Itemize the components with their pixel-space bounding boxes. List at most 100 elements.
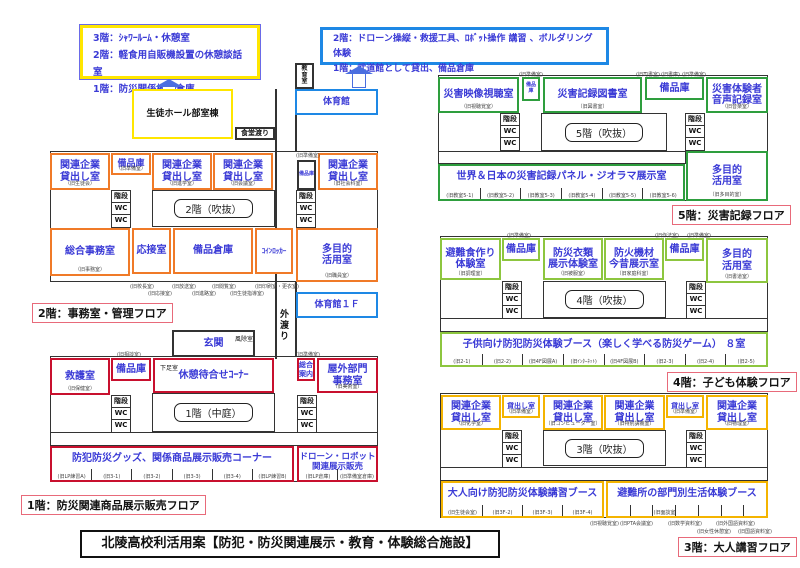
- room-old-name: [743, 505, 766, 516]
- room-f5f[interactable]: 世界＆日本の災害記録パネル・ジオラマ展示室(旧教室5-1)(旧教室5-2)(旧教…: [438, 164, 685, 201]
- corridor-line: [295, 89, 297, 152]
- room-f3b[interactable]: 貸出し室（旧準備室）: [502, 395, 540, 418]
- room-old-name: （旧調理室）: [455, 271, 486, 277]
- old-room-note: (旧相談室): [117, 352, 141, 358]
- room-old-name: (旧2-5): [725, 354, 766, 365]
- room-f4d[interactable]: 防火機材 今昔展示室（旧家庭科室）: [604, 238, 664, 280]
- room-name: 災害体験者 音声記録室: [712, 83, 762, 107]
- room-f2e[interactable]: 備品庫: [297, 160, 316, 190]
- room-f5d[interactable]: 備品庫: [645, 77, 704, 100]
- room-name: 関連企業 貸出し室: [717, 401, 757, 424]
- atrium-f5: 5階（吹抜）: [541, 113, 667, 151]
- room-old-name: (旧LP練習A): [57, 474, 86, 480]
- room-f5b[interactable]: 備品庫: [522, 77, 540, 101]
- room-hall[interactable]: 生徒ホール部室棟: [132, 89, 233, 139]
- room-f4e[interactable]: 備品庫: [665, 238, 704, 261]
- room-f1f[interactable]: 防犯防災グッズ、関係商品展示販売コーナー(旧LP練習A)(旧3-1)(旧3-2)…: [50, 446, 294, 482]
- room-f1a[interactable]: 救護室（旧保健室）: [50, 358, 110, 395]
- room-shokudo[interactable]: 食堂渡り: [235, 127, 275, 140]
- room-gym1f[interactable]: 体育館１Ｆ: [296, 292, 378, 318]
- room-f2k[interactable]: 多目的 活用室（旧職員室）: [296, 228, 378, 282]
- room-name: 備品庫: [117, 158, 145, 169]
- room-f2a[interactable]: 関連企業 貸出し室（旧生徒会）: [50, 153, 110, 190]
- room-f3h[interactable]: 避難所の部門別生活体験ブース(旧面談室): [606, 481, 768, 518]
- info-line: 2階：軽食用自販機設置の休憩談話室: [93, 50, 243, 78]
- room-f3a[interactable]: 関連企業 貸出し室（旧化学室）: [441, 395, 501, 430]
- old-room-note: (旧国語資料室): [738, 529, 772, 535]
- room-f3e[interactable]: 貸出し室（旧準備室）: [666, 395, 704, 418]
- room-f3d[interactable]: 関連企業 貸出し室（旧特別講義室）: [604, 395, 665, 430]
- room-f5g[interactable]: 多目的 活用室（旧多目的室）: [686, 151, 768, 201]
- room-f5c[interactable]: 災害記録図書室（旧図書室）: [543, 77, 642, 113]
- room-f4g[interactable]: 子供向け防犯防災体験ブース（楽しく学べる防災ゲーム） ８室(旧2-1)(旧2-2…: [440, 332, 768, 367]
- room-f1g[interactable]: ドローン・ロボット 関連展示販売(旧LP倉庫)(旧準備室倉庫): [297, 446, 378, 482]
- room-name: 災害映像視聴室: [443, 89, 514, 101]
- room-f5a[interactable]: 災害映像視聴室（旧視聴覚室）: [438, 77, 519, 113]
- room-old-name: （旧社会科室）: [330, 181, 366, 187]
- room-f2f[interactable]: 関連企業 貸出し室（旧社会科室）: [318, 153, 378, 190]
- room-f1b[interactable]: 備品庫: [111, 358, 151, 381]
- room-f2j[interactable]: ｺｲﾝﾛｯｶｰ: [255, 228, 293, 274]
- room-f1e[interactable]: 屋外部門 事務室（旧美術室）: [317, 358, 378, 393]
- floor-label-5f: 5階：災害記録フロア: [672, 205, 791, 225]
- room-old-name: (旧3-2): [131, 469, 171, 480]
- wc-label: WC: [112, 203, 130, 215]
- room-f2h[interactable]: 応接室: [132, 228, 171, 274]
- stairs-label: 階段: [112, 396, 130, 408]
- wc-label: WC: [688, 139, 702, 147]
- arrow-up-icon: [345, 66, 373, 74]
- room-name: 関連企業 貸出し室: [451, 401, 491, 424]
- room-f3f[interactable]: 関連企業 貸出し室（旧物理室）: [706, 395, 768, 430]
- old-room-note: (旧数学資料室): [668, 521, 702, 527]
- old-room-note: (旧印刷室・更衣室): [255, 284, 299, 290]
- room-f4f[interactable]: 多目的 活用室（旧書道室）: [706, 238, 768, 283]
- room-name: 貸出し室: [671, 402, 699, 411]
- room-name: 備品庫: [299, 171, 315, 178]
- room-old-name: (旧4F図展A): [522, 354, 563, 365]
- room-genkan[interactable]: 玄関: [172, 330, 255, 357]
- room-old-name: （旧音楽室）: [721, 104, 752, 110]
- room-f2d[interactable]: 関連企業 貸出し室（旧会議室）: [213, 153, 273, 190]
- room-name: 応接室: [136, 245, 167, 257]
- info-line: 2階：ドローン操縦・救援工具、ﾛﾎﾞｯﾄ操作 講習 、ボルダリング体験: [333, 34, 593, 59]
- room-name: 総合 案内: [299, 361, 313, 378]
- room-f3c[interactable]: 関連企業 貸出し室（旧コンピューター室）: [543, 395, 603, 430]
- room-old-name: (旧3-3): [171, 469, 212, 480]
- room-gym[interactable]: 体育館: [295, 89, 378, 115]
- room-old-name: (旧3F-4): [562, 505, 602, 516]
- room-f2c[interactable]: 関連企業 貸出し室（旧進学室）: [152, 153, 212, 190]
- room-f1d[interactable]: 総合 案内: [297, 358, 315, 381]
- wc-label: WC: [300, 421, 314, 429]
- room-name: 関連企業 貸出し室: [328, 160, 368, 183]
- wc-label: WC: [299, 216, 313, 224]
- old-room-note: (旧準備室): [296, 153, 320, 159]
- stairs-label: 階段: [298, 396, 316, 408]
- room-f4b[interactable]: 備品庫: [502, 238, 540, 261]
- room-f1c[interactable]: 休憩待合せｺｰﾅｰ: [153, 358, 274, 393]
- room-old-name: （旧コンピューター室）: [545, 421, 601, 427]
- room-old-name: (旧教室5-2): [479, 188, 521, 199]
- room-f3g[interactable]: 大人向け防犯防災体験講習ブース(旧生徒会室)(旧3F-2)(旧3F-3)(旧3F…: [441, 481, 604, 518]
- atrium-f4: 4階（吹抜）: [543, 281, 666, 318]
- room-f4c[interactable]: 防災衣類 展示体験室（旧被服室）: [543, 238, 603, 280]
- room-name: 屋外部門 事務室: [327, 364, 368, 387]
- room-f2b[interactable]: 備品庫（旧準備室）: [111, 153, 151, 175]
- hall-info-box: 3階：ｼｬﾜｰﾙｰﾑ・休憩室 2階：軽食用自販機設置の休憩談話室 1階：防災関係…: [79, 24, 261, 95]
- wc-label: WC: [297, 203, 315, 215]
- corridor: [440, 318, 768, 332]
- stairs-label: 階段: [687, 431, 705, 443]
- room-f2g[interactable]: 総合事務室（旧事務室）: [50, 228, 130, 276]
- room-old-name: (旧LP練習B): [251, 469, 292, 480]
- room-f2i[interactable]: 備品倉庫: [173, 228, 253, 274]
- room-old-name: （旧被服室）: [557, 271, 588, 277]
- room-old-name: (旧教室5-1): [446, 193, 474, 199]
- wc-label: WC: [114, 421, 128, 429]
- room-kyokan[interactable]: 教 育 室: [295, 63, 314, 89]
- room-old-name: (旧教室5-4): [561, 188, 602, 199]
- room-f5e[interactable]: 災害体験者 音声記録室（旧音楽室）: [706, 77, 768, 113]
- room-old-name: (旧教室5-5): [601, 188, 643, 199]
- room-f4a[interactable]: 避難食作り 体験室（旧調理室）: [440, 238, 501, 280]
